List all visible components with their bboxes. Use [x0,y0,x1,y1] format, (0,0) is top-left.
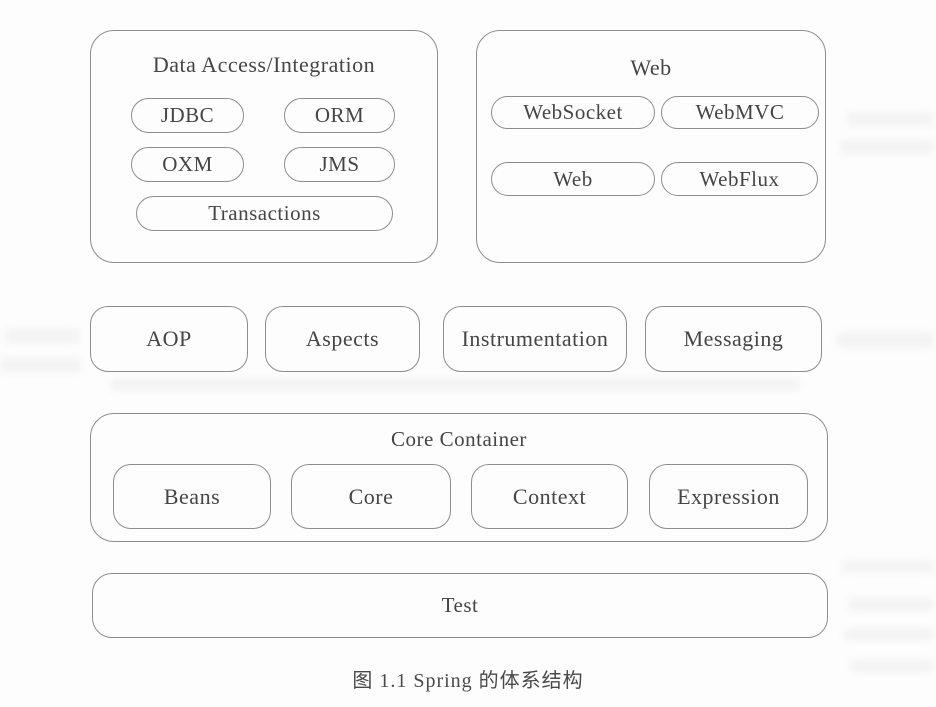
bleed-through-smudge [6,328,80,344]
bleed-through-smudge [844,628,934,641]
module-webflux: WebFlux [661,162,818,196]
bleed-through-smudge [0,358,82,373]
module-expression: Expression [649,464,808,529]
group-web: Web WebSocket WebMVC Web WebFlux [476,30,826,263]
bleed-through-smudge [110,378,800,391]
group-data-access-integration: Data Access/Integration JDBC ORM OXM JMS… [90,30,438,263]
module-orm: ORM [284,98,395,133]
module-transactions: Transactions [136,196,393,231]
module-oxm: OXM [131,147,244,182]
bleed-through-smudge [836,332,934,348]
bleed-through-smudge [846,112,934,126]
module-web: Web [491,162,655,196]
module-test: Test [92,573,828,638]
module-messaging: Messaging [645,306,822,372]
group-core-container: Core Container Beans Core Context Expres… [90,413,828,542]
module-websocket: WebSocket [491,96,655,129]
module-context: Context [471,464,628,529]
bleed-through-smudge [842,560,934,573]
module-aspects: Aspects [265,306,420,372]
module-aop: AOP [90,306,248,372]
module-beans: Beans [113,464,271,529]
figure-caption: 图 1.1 Spring 的体系结构 [352,670,584,692]
module-jdbc: JDBC [131,98,244,133]
group-title-core-container: Core Container [391,427,527,451]
group-title-data-access: Data Access/Integration [152,52,376,77]
module-webmvc: WebMVC [661,96,819,129]
bleed-through-smudge [840,140,934,154]
group-title-web: Web [630,55,672,80]
module-jms: JMS [284,147,395,182]
module-instrumentation: Instrumentation [443,306,627,372]
module-core: Core [291,464,451,529]
bleed-through-smudge [848,598,934,611]
